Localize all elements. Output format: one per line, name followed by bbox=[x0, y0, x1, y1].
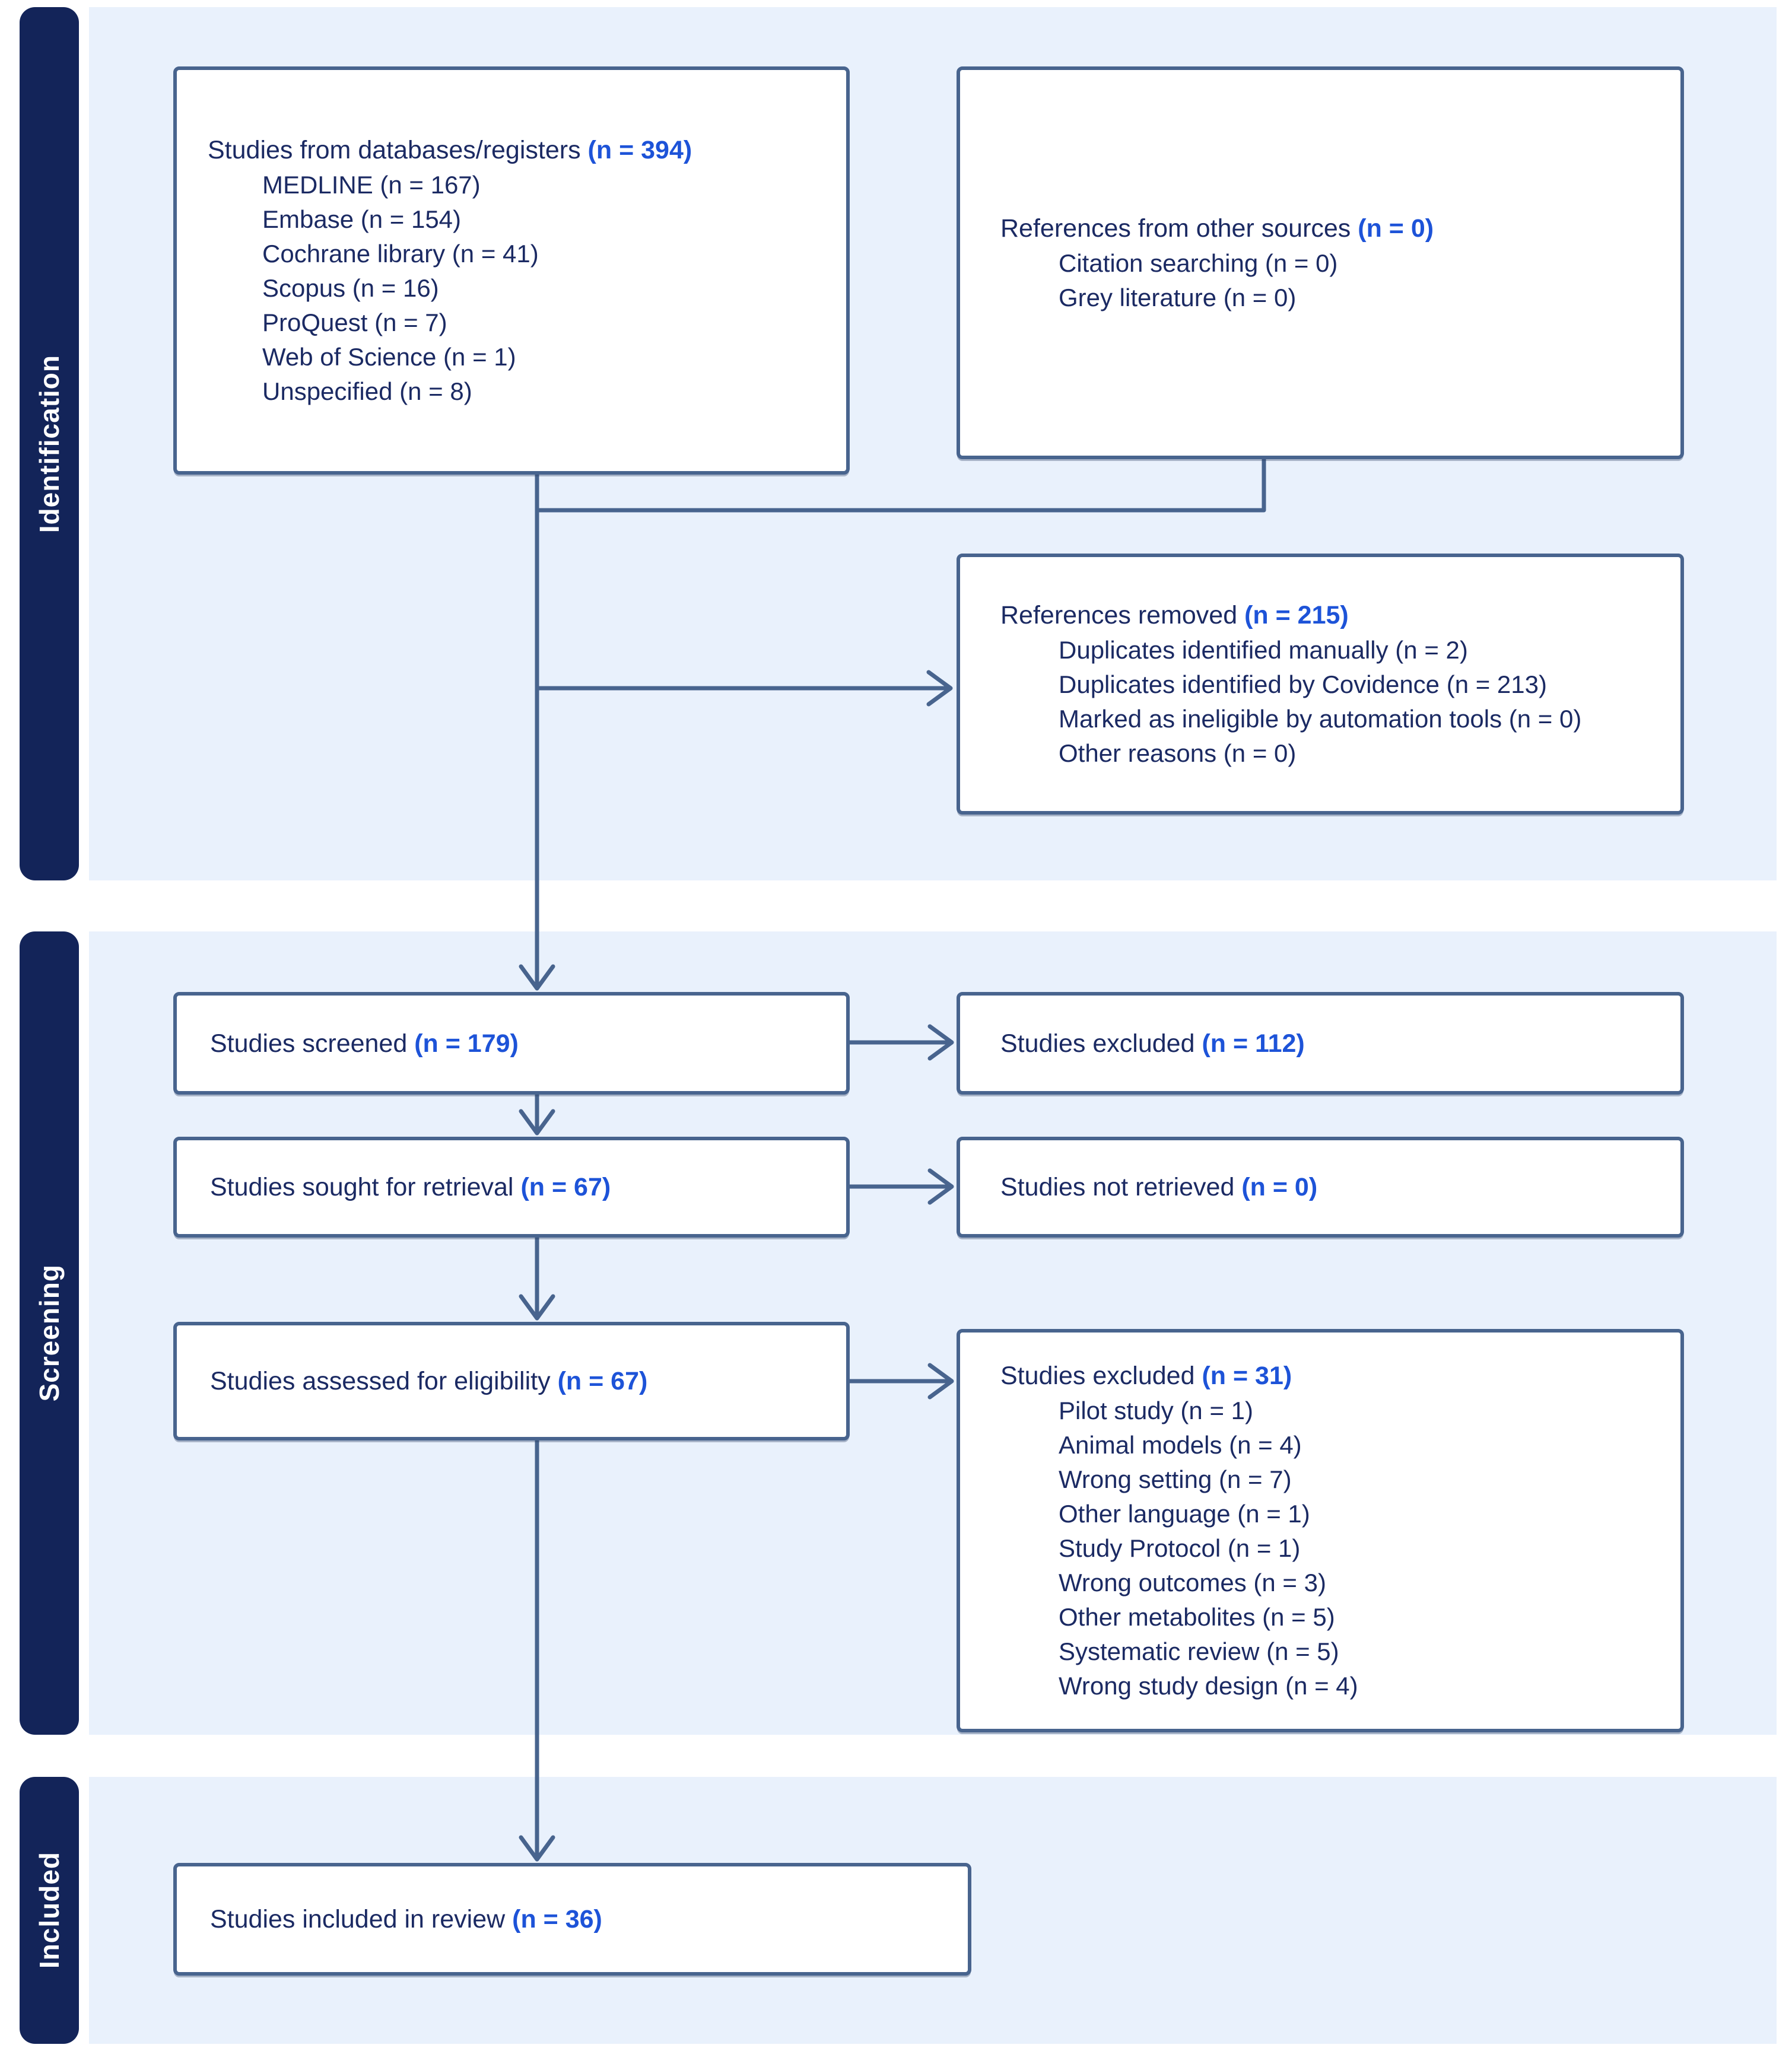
arrow-screened-to-excluded bbox=[847, 1024, 954, 1061]
count-badge: (n = 394) bbox=[587, 136, 692, 164]
list-item: Wrong setting (n = 7) bbox=[1059, 1465, 1292, 1493]
list-item: Pilot study (n = 1) bbox=[1059, 1397, 1253, 1424]
section-tab-identification: Identification bbox=[20, 7, 79, 880]
count-badge: (n = 215) bbox=[1244, 601, 1349, 629]
arrow-databases-to-screened bbox=[519, 472, 555, 991]
box-studies-included-in-review: Studies included in review (n = 36) bbox=[173, 1863, 971, 1976]
list-item: Cochrane library (n = 41) bbox=[262, 240, 539, 268]
arrow-branch-to-references-removed bbox=[535, 670, 953, 707]
section-tab-screening: Screening bbox=[20, 931, 79, 1735]
arrow-assessed-to-excluded-eligibility bbox=[847, 1363, 954, 1400]
list-item: Duplicates identified by Covidence (n = … bbox=[1059, 670, 1547, 698]
box-title: Studies screened (n = 179) bbox=[210, 1026, 846, 1061]
box-item-list: MEDLINE (n = 167) Embase (n = 154) Cochr… bbox=[208, 168, 846, 409]
arrow-retrieval-to-not-retrieved bbox=[847, 1168, 954, 1205]
box-references-removed: References removed (n = 215) Duplicates … bbox=[957, 554, 1684, 815]
box-references-other-sources: References from other sources (n = 0) Ci… bbox=[957, 66, 1684, 459]
count-badge: (n = 31) bbox=[1202, 1362, 1292, 1390]
title-text: Studies included in review bbox=[210, 1905, 506, 1933]
section-tab-included: Included bbox=[20, 1777, 79, 2044]
list-item: Unspecified (n = 8) bbox=[262, 377, 472, 405]
list-item: Citation searching (n = 0) bbox=[1059, 249, 1338, 277]
box-item-list: Pilot study (n = 1) Animal models (n = 4… bbox=[1000, 1394, 1680, 1703]
list-item: Animal models (n = 4) bbox=[1059, 1431, 1302, 1459]
box-studies-sought-for-retrieval: Studies sought for retrieval (n = 67) bbox=[173, 1137, 850, 1238]
elbow-other-sources-to-main-line bbox=[535, 457, 1266, 513]
box-title: Studies from databases/registers (n = 39… bbox=[208, 132, 846, 168]
list-item: Embase (n = 154) bbox=[262, 205, 462, 233]
list-item: Other reasons (n = 0) bbox=[1059, 739, 1297, 767]
title-text: Studies from databases/registers bbox=[208, 136, 581, 164]
box-studies-excluded-eligibility: Studies excluded (n = 31) Pilot study (n… bbox=[957, 1329, 1684, 1732]
list-item: Grey literature (n = 0) bbox=[1059, 284, 1297, 311]
box-title: References removed (n = 215) bbox=[1000, 597, 1680, 633]
list-item: ProQuest (n = 7) bbox=[262, 309, 447, 336]
arrow-screened-to-retrieval bbox=[519, 1092, 555, 1136]
box-studies-assessed-eligibility: Studies assessed for eligibility (n = 67… bbox=[173, 1322, 850, 1440]
list-item: Duplicates identified manually (n = 2) bbox=[1059, 636, 1468, 664]
list-item: Wrong study design (n = 4) bbox=[1059, 1672, 1358, 1700]
title-text: Studies sought for retrieval bbox=[210, 1173, 514, 1201]
box-studies-not-retrieved: Studies not retrieved (n = 0) bbox=[957, 1137, 1684, 1238]
box-title: Studies not retrieved (n = 0) bbox=[1000, 1169, 1680, 1205]
title-text: Studies screened bbox=[210, 1029, 408, 1058]
count-badge: (n = 0) bbox=[1358, 214, 1434, 243]
title-text: Studies excluded bbox=[1000, 1029, 1195, 1058]
list-item: Other metabolites (n = 5) bbox=[1059, 1603, 1335, 1631]
list-item: Study Protocol (n = 1) bbox=[1059, 1534, 1301, 1562]
count-badge: (n = 36) bbox=[512, 1905, 602, 1933]
list-item: Scopus (n = 16) bbox=[262, 274, 439, 302]
count-badge: (n = 112) bbox=[1202, 1029, 1305, 1058]
title-text: Studies excluded bbox=[1000, 1362, 1195, 1390]
list-item: Other language (n = 1) bbox=[1059, 1500, 1310, 1528]
box-item-list: Duplicates identified manually (n = 2) D… bbox=[1000, 633, 1680, 771]
title-text: Studies assessed for eligibility bbox=[210, 1367, 551, 1395]
box-title: Studies sought for retrieval (n = 67) bbox=[210, 1169, 846, 1205]
box-item-list: Citation searching (n = 0) Grey literatu… bbox=[1000, 246, 1680, 315]
arrow-retrieval-to-assessed bbox=[519, 1235, 555, 1321]
count-badge: (n = 179) bbox=[414, 1029, 519, 1058]
title-text: References removed bbox=[1000, 601, 1238, 629]
title-text: Studies not retrieved bbox=[1000, 1173, 1235, 1201]
title-text: References from other sources bbox=[1000, 214, 1351, 243]
box-title: Studies excluded (n = 31) bbox=[1000, 1358, 1680, 1394]
box-title: Studies included in review (n = 36) bbox=[210, 1901, 968, 1937]
list-item: Wrong outcomes (n = 3) bbox=[1059, 1569, 1326, 1597]
count-badge: (n = 67) bbox=[520, 1173, 611, 1201]
list-item: Marked as ineligible by automation tools… bbox=[1059, 705, 1582, 733]
count-badge: (n = 0) bbox=[1241, 1173, 1318, 1201]
box-title: Studies excluded (n = 112) bbox=[1000, 1026, 1680, 1061]
list-item: MEDLINE (n = 167) bbox=[262, 171, 481, 199]
box-studies-excluded: Studies excluded (n = 112) bbox=[957, 992, 1684, 1095]
count-badge: (n = 67) bbox=[557, 1367, 648, 1395]
box-studies-from-databases: Studies from databases/registers (n = 39… bbox=[173, 66, 850, 475]
box-title: References from other sources (n = 0) bbox=[1000, 211, 1680, 246]
box-title: Studies assessed for eligibility (n = 67… bbox=[210, 1363, 846, 1399]
arrow-assessed-to-included bbox=[519, 1438, 555, 1862]
box-studies-screened: Studies screened (n = 179) bbox=[173, 992, 850, 1095]
list-item: Web of Science (n = 1) bbox=[262, 343, 516, 371]
list-item: Systematic review (n = 5) bbox=[1059, 1637, 1339, 1665]
